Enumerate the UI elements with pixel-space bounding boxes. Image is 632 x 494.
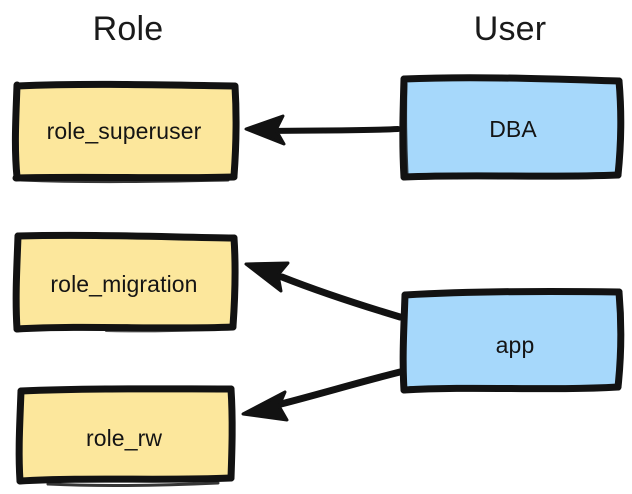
edge-app-to-role-migration — [244, 261, 404, 321]
node-role-rw[interactable]: role_rw — [15, 385, 236, 488]
node-shape — [15, 385, 236, 488]
column-title-role: Role — [92, 10, 164, 48]
column-title-user: User — [473, 10, 547, 48]
node-user-app[interactable]: app — [399, 287, 625, 394]
node-shape — [399, 287, 625, 394]
node-shape — [399, 74, 625, 181]
node-user-dba[interactable]: DBA — [399, 74, 625, 181]
node-shape — [12, 231, 239, 333]
node-shape — [11, 80, 240, 184]
edge-dba-to-role-superuser — [244, 114, 401, 146]
edge-app-to-role-rw — [241, 368, 404, 422]
